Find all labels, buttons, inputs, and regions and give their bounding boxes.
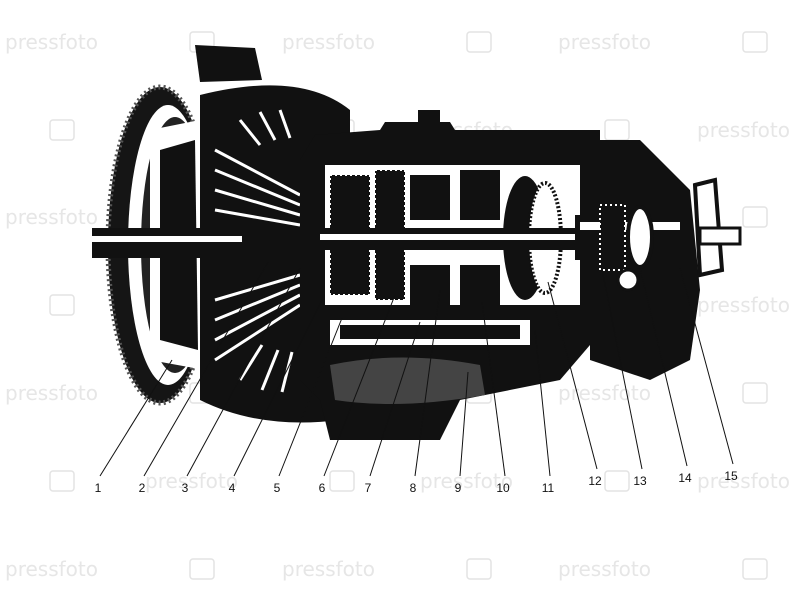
- output-shaft: [698, 226, 742, 246]
- leader-line-6: [323, 294, 396, 477]
- callout-label-15: 15: [724, 469, 738, 483]
- watermark-camera-icon: [742, 31, 768, 53]
- watermark-camera-icon: [604, 119, 630, 141]
- leader-line-2: [143, 261, 269, 477]
- callout-label-5: 5: [274, 481, 281, 495]
- watermark-text: pressfoto: [5, 205, 98, 229]
- callout-label-9: 9: [455, 481, 462, 495]
- input-shaft: [92, 228, 252, 258]
- callout-label-14: 14: [678, 471, 692, 485]
- watermark-camera-icon: [49, 470, 75, 492]
- watermark-text: pressfoto: [5, 557, 98, 581]
- leader-line-11: [534, 329, 551, 477]
- leader-line-8: [414, 289, 441, 477]
- callout-label-12: 12: [588, 474, 602, 488]
- callout-label-11: 11: [542, 481, 555, 495]
- oil-sump: [330, 357, 485, 404]
- clutch-spring-fins: [214, 109, 301, 393]
- watermark-camera-icon: [604, 470, 630, 492]
- callout-label-13: 13: [633, 474, 647, 488]
- watermark-camera-icon: [742, 206, 768, 228]
- watermark-camera-icon: [329, 470, 355, 492]
- leader-line-5: [278, 317, 343, 477]
- leader-line-10: [481, 301, 506, 477]
- callout-label-3: 3: [182, 481, 189, 495]
- callout-label-6: 6: [319, 481, 326, 495]
- leader-line-3: [186, 267, 301, 477]
- callout-label-7: 7: [365, 481, 372, 495]
- watermark-text: pressfoto: [558, 381, 651, 405]
- leader-line-14: [639, 267, 688, 467]
- callout-label-1: 1: [95, 481, 102, 495]
- watermark-text: pressfoto: [697, 469, 790, 493]
- watermark-camera-icon: [742, 382, 768, 404]
- watermark-text: pressfoto: [145, 469, 238, 493]
- leader-line-4: [233, 299, 323, 477]
- watermark-text: pressfoto: [5, 30, 98, 54]
- breather-cap: [418, 110, 440, 126]
- gear-train: [320, 165, 590, 345]
- watermark-text: pressfoto: [282, 30, 375, 54]
- callout-label-4: 4: [229, 481, 236, 495]
- callout-leaders: [99, 261, 734, 477]
- watermark-text: pressfoto: [282, 557, 375, 581]
- leader-line-15: [679, 267, 734, 465]
- leader-line-1: [99, 359, 173, 477]
- watermark-camera-icon: [49, 119, 75, 141]
- watermark-camera-icon: [466, 558, 492, 580]
- output-gear: [599, 204, 626, 271]
- callout-label-2: 2: [139, 481, 146, 495]
- watermark-camera-icon: [189, 558, 215, 580]
- callout-label-8: 8: [410, 481, 417, 495]
- watermark-camera-icon: [49, 294, 75, 316]
- mounting-bracket: [195, 45, 262, 82]
- watermark-text: pressfoto: [5, 381, 98, 405]
- watermark-text: pressfoto: [558, 557, 651, 581]
- watermark-camera-icon: [742, 558, 768, 580]
- gearbox-illustration: [92, 45, 742, 440]
- watermark-text: pressfoto: [697, 118, 790, 142]
- leader-line-13: [601, 269, 643, 470]
- callout-label-10: 10: [496, 481, 510, 495]
- watermark-text: pressfoto: [420, 469, 513, 493]
- watermark-camera-icon: [466, 31, 492, 53]
- leader-line-7: [369, 321, 421, 477]
- leader-line-12: [547, 281, 598, 470]
- leader-line-9: [459, 371, 469, 477]
- watermark-text: pressfoto: [558, 30, 651, 54]
- watermark-text: pressfoto: [697, 293, 790, 317]
